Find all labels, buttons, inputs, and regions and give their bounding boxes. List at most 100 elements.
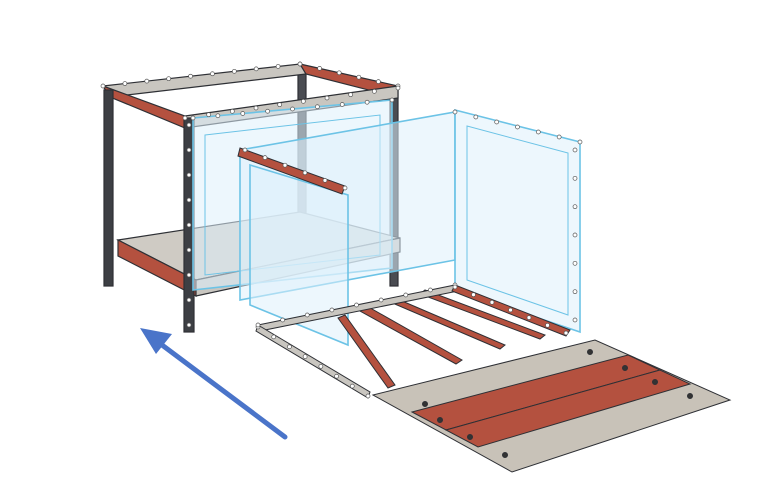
bolt bbox=[315, 104, 320, 110]
plate-hole bbox=[437, 417, 443, 423]
bolt bbox=[403, 292, 409, 298]
bolt bbox=[277, 102, 283, 108]
bolt bbox=[545, 322, 550, 328]
plate-hole bbox=[687, 393, 693, 399]
frame-top-rail-back bbox=[101, 63, 307, 98]
bolt bbox=[572, 204, 578, 210]
bolt bbox=[166, 76, 172, 82]
bolt bbox=[526, 315, 532, 321]
bolt bbox=[428, 287, 433, 293]
bolt bbox=[210, 71, 215, 77]
bolt bbox=[378, 297, 384, 303]
glass-panel-right-inner bbox=[466, 125, 569, 316]
glass-panels bbox=[192, 99, 581, 347]
bolt bbox=[282, 162, 288, 168]
bolt bbox=[271, 334, 277, 340]
bolt bbox=[452, 284, 458, 290]
bolt bbox=[302, 170, 308, 176]
bolt bbox=[186, 147, 192, 153]
bolt bbox=[188, 73, 193, 79]
bolt bbox=[144, 78, 150, 84]
plate-hole bbox=[502, 452, 508, 458]
bolt bbox=[389, 97, 395, 103]
base-rail-1 bbox=[337, 314, 396, 389]
bolt bbox=[186, 197, 192, 203]
bolt bbox=[508, 307, 513, 313]
bolt bbox=[186, 172, 192, 178]
frame-post-left bbox=[103, 89, 114, 287]
bolt bbox=[349, 383, 355, 389]
bolt bbox=[318, 364, 324, 369]
bolt bbox=[572, 175, 578, 181]
plate-hole bbox=[467, 434, 473, 440]
bolt bbox=[535, 129, 541, 135]
plate-hole bbox=[587, 349, 593, 355]
bolt bbox=[577, 139, 583, 145]
bolt bbox=[253, 105, 259, 111]
bolt bbox=[122, 81, 128, 86]
bolt bbox=[186, 297, 192, 303]
bolt bbox=[186, 247, 192, 253]
bolt bbox=[280, 317, 285, 323]
bolt bbox=[515, 124, 520, 130]
bolt-holes bbox=[100, 61, 583, 399]
plate-hole bbox=[622, 365, 628, 371]
bolt bbox=[376, 79, 381, 84]
bolt bbox=[242, 147, 248, 153]
bolt bbox=[290, 106, 295, 112]
bolt bbox=[336, 70, 342, 76]
bolt bbox=[215, 113, 221, 119]
bolt bbox=[229, 108, 235, 114]
bolt bbox=[563, 330, 569, 336]
bolt bbox=[329, 307, 335, 313]
glass-panel-side bbox=[249, 163, 349, 347]
bolt bbox=[572, 147, 578, 153]
bolt bbox=[240, 111, 246, 116]
plate-hole bbox=[422, 401, 428, 407]
bolt bbox=[572, 289, 578, 295]
bolt bbox=[572, 260, 578, 266]
arrow-up-left-icon bbox=[140, 328, 288, 440]
bolt bbox=[556, 134, 562, 140]
bolt bbox=[275, 64, 281, 69]
bolt bbox=[206, 112, 212, 118]
plate-hole bbox=[652, 379, 658, 385]
bolt bbox=[186, 272, 192, 278]
bolt bbox=[354, 302, 359, 308]
bolt bbox=[473, 114, 479, 120]
bolt bbox=[255, 322, 261, 328]
bolt bbox=[265, 108, 270, 114]
bolt bbox=[186, 222, 192, 228]
bolt bbox=[262, 155, 268, 160]
bolt bbox=[253, 66, 259, 72]
bolt bbox=[302, 354, 308, 359]
floor-plate bbox=[371, 339, 732, 473]
bolt bbox=[356, 74, 362, 80]
bolt bbox=[317, 66, 322, 71]
bolt bbox=[348, 92, 354, 98]
base-rail-3 bbox=[389, 297, 506, 350]
bolt bbox=[182, 115, 188, 121]
bolt bbox=[371, 88, 377, 94]
floor-plate-strip-2 bbox=[444, 369, 692, 448]
bolt bbox=[334, 373, 339, 379]
bolt bbox=[300, 98, 306, 104]
bolt bbox=[489, 299, 495, 305]
bolt bbox=[287, 344, 292, 350]
bolt bbox=[297, 61, 303, 67]
bolt bbox=[364, 99, 370, 105]
bolt bbox=[572, 232, 578, 238]
bolt bbox=[100, 83, 106, 89]
bolt bbox=[471, 292, 476, 298]
bolt bbox=[452, 109, 458, 115]
bolt bbox=[322, 178, 328, 183]
bolt bbox=[395, 85, 401, 91]
bolt bbox=[186, 122, 192, 128]
cabinet-frame bbox=[101, 63, 401, 333]
bolt bbox=[494, 119, 500, 125]
bolt bbox=[365, 393, 371, 399]
bolt bbox=[324, 95, 330, 101]
bolt bbox=[572, 317, 578, 323]
bolt bbox=[342, 185, 348, 191]
